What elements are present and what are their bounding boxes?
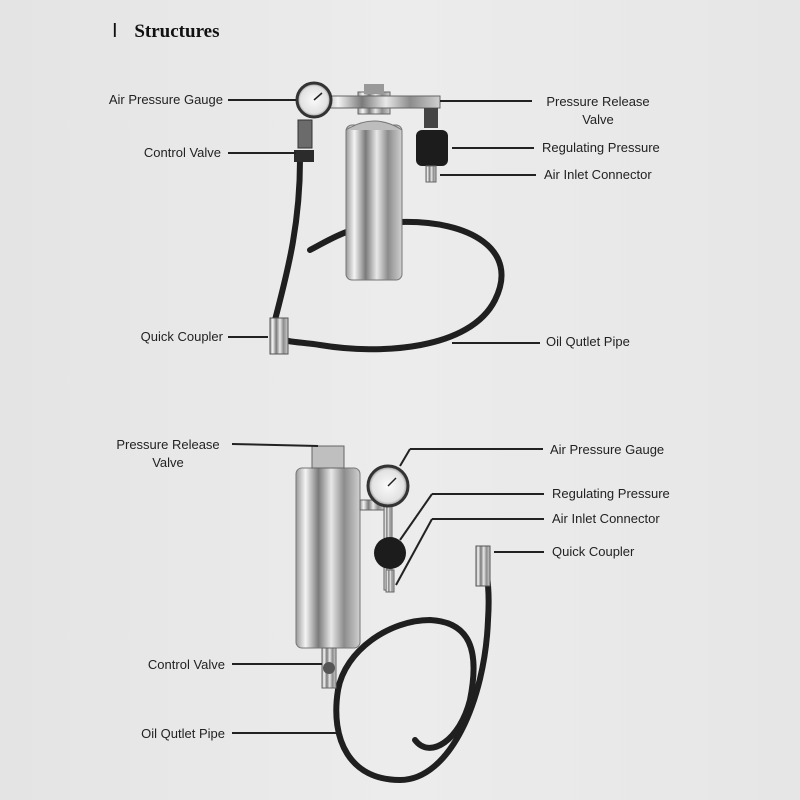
bottom-label-regulating-pressure: Regulating Pressure xyxy=(552,486,670,501)
top-label-pressure-release-valve: Pressure Release Valve xyxy=(538,93,658,129)
section-number: Ⅰ xyxy=(112,21,118,42)
bottom-label-air-inlet-connector: Air Inlet Connector xyxy=(552,511,660,526)
section-heading: Ⅰ Structures xyxy=(112,20,220,43)
top-label-control-valve: Control Valve xyxy=(143,145,221,160)
bottom-label-air-pressure-gauge: Air Pressure Gauge xyxy=(550,442,665,457)
top-label-prv-line1: Pressure Release xyxy=(546,94,650,109)
top-label-quick-coupler: Quick Coupler xyxy=(140,329,223,344)
top-label-regulating-pressure: Regulating Pressure xyxy=(542,140,660,155)
bottom-label-control-valve: Control Valve xyxy=(147,657,225,672)
section-title: Structures xyxy=(134,21,220,42)
top-label-air-pressure-gauge: Air Pressure Gauge xyxy=(108,92,223,107)
top-label-oil-outlet-pipe: Oil Qutlet Pipe xyxy=(546,334,630,349)
top-cylinder xyxy=(345,124,403,281)
bottom-regulator xyxy=(374,537,406,569)
top-diagram xyxy=(228,81,540,355)
bottom-label-quick-coupler: Quick Coupler xyxy=(552,544,635,559)
top-regulator xyxy=(416,130,448,166)
bottom-label-prv-line2: Valve xyxy=(152,455,184,470)
bottom-label-oil-outlet-pipe: Oil Qutlet Pipe xyxy=(141,726,225,741)
bottom-quick-coupler xyxy=(475,545,491,587)
bottom-label-prv-line1: Pressure Release xyxy=(116,437,220,452)
bottom-hose xyxy=(333,552,492,784)
bottom-diagram xyxy=(231,443,544,784)
top-label-prv-line2: Valve xyxy=(582,112,614,127)
top-quick-coupler xyxy=(269,317,289,355)
top-label-air-inlet-connector: Air Inlet Connector xyxy=(544,167,652,182)
bottom-label-pressure-release-valve: Pressure Release Valve xyxy=(106,436,230,472)
bottom-cylinder xyxy=(295,467,361,649)
